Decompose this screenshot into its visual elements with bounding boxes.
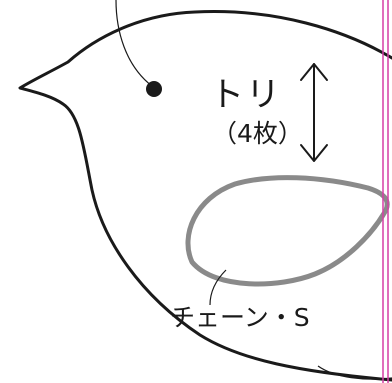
bottom-leader-line: [317, 365, 392, 380]
eye-dot-icon: [146, 81, 162, 97]
stitch-leader-line: [209, 269, 227, 306]
piece-count-label: （4枚）: [212, 119, 303, 148]
piece-name-label: トリ: [210, 75, 282, 115]
stitch-type-label: チェーン・S: [170, 303, 310, 332]
grain-arrow-icon: [300, 63, 328, 162]
bird-outline: [18, 10, 392, 382]
wing-stitch-outline: [185, 175, 390, 287]
eye-leader-line: [115, 0, 153, 87]
